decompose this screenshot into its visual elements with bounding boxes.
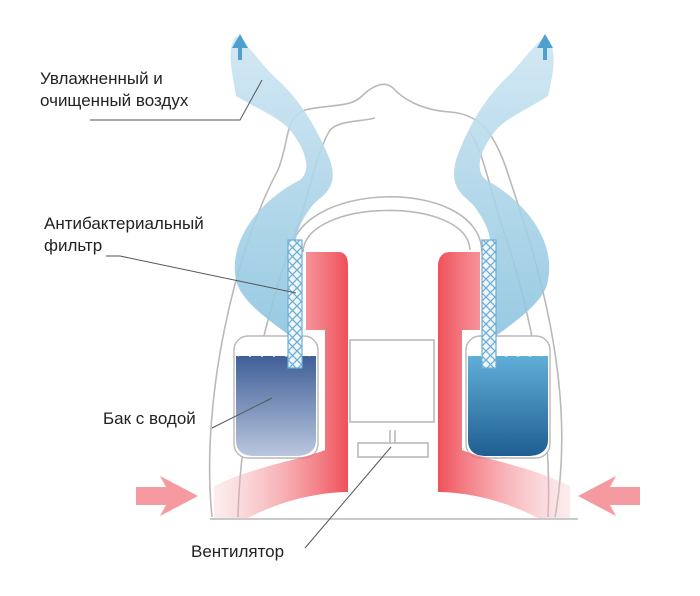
humid-air-label: Увлажненный и очищенный воздух	[40, 68, 188, 112]
filter-label-line2: фильтр	[44, 236, 103, 255]
water-tank-right	[465, 335, 551, 459]
antibacterial-filter-left	[287, 239, 303, 369]
antibacterial-filter-right	[481, 239, 497, 369]
humid-air-label-line2: очищенный воздух	[40, 91, 189, 110]
fan-label: Вентилятор	[191, 542, 285, 561]
intake-arrow-right	[578, 476, 640, 516]
leader-lines	[90, 79, 392, 549]
humid-air-flow-left	[230, 34, 333, 340]
hot-air-channel-left	[214, 252, 348, 518]
filter-label-line1: Антибактериальный	[44, 214, 204, 233]
filter-label: Антибактериальный фильтр	[44, 213, 204, 257]
water-tank-left	[233, 335, 319, 459]
hot-air-channel-right	[438, 252, 570, 518]
humid-air-flow-right	[453, 34, 554, 340]
intake-arrow-left	[136, 476, 198, 516]
water-tank-label: Бак с водой	[103, 409, 196, 428]
humid-air-label-line1: Увлажненный и	[40, 69, 163, 88]
